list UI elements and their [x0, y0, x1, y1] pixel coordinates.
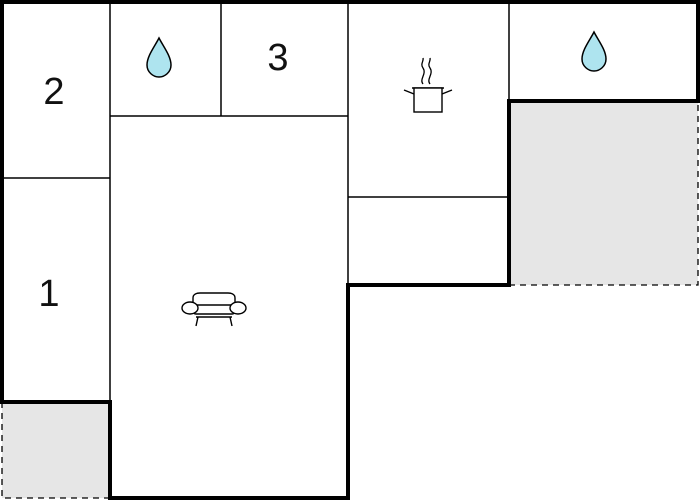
- sofa-icon: [181, 292, 247, 327]
- cooking-pot-icon: [403, 57, 453, 113]
- water-drop-icon: [581, 30, 607, 72]
- terrace-bottom-left: [2, 402, 110, 498]
- interior-walls: [2, 2, 510, 402]
- terrace-right: [509, 101, 698, 285]
- room-label-1: 1: [38, 273, 59, 315]
- room-label-3: 3: [267, 37, 288, 79]
- outdoor-areas: [1, 101, 699, 499]
- terrace-bottom-left-dashed-border: [1, 402, 110, 499]
- room-labels: 2 1 3: [38, 37, 288, 315]
- terrace-right-dashed-border: [509, 101, 699, 286]
- room-label-2: 2: [43, 71, 64, 113]
- water-drop-icon: [146, 36, 172, 78]
